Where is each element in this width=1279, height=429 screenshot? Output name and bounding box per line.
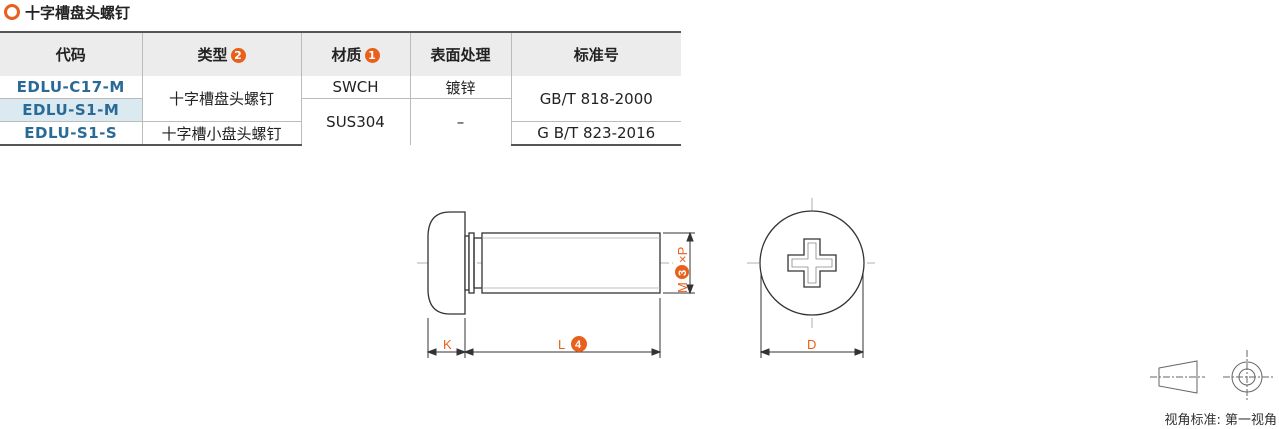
first-angle-projection-icon [1150, 350, 1275, 400]
dimension-lines [426, 231, 865, 358]
code-cell: EDLU-C17-M [16, 78, 125, 96]
table-row: EDLU-C17-M 十字槽盘头螺钉 SWCH 镀锌 GB/T 818-2000 [0, 76, 681, 122]
label-m: M [675, 282, 690, 293]
header-surface: 表面处理 [409, 31, 511, 76]
table-row: EDLU-S1-M SUS304 – [0, 98, 681, 145]
page-title-row: 十字槽盘头螺钉 [4, 2, 130, 22]
label-d: D [807, 337, 816, 352]
projection-caption: 视角标准: 第一视角 [1164, 413, 1277, 428]
page-title: 十字槽盘头螺钉 [25, 3, 131, 22]
badge-3-icon [675, 265, 689, 279]
screw-drawing: K L 4 D M 3 ×P [417, 198, 875, 358]
svg-text:4: 4 [575, 339, 582, 351]
badge-2-icon: 2 [230, 48, 246, 63]
type-cell: 十字槽小盘头螺钉 [141, 121, 301, 146]
badge-1-icon: 1 [364, 48, 380, 63]
label-l: L [558, 337, 565, 352]
standard-cell: GB/T 818-2000 [510, 76, 681, 122]
circle-bullet-icon [4, 4, 20, 20]
material-cell: SUS304 [300, 98, 410, 145]
badge-4-icon [571, 336, 587, 352]
surface-cell: 镀锌 [409, 76, 511, 99]
code-cell: EDLU-S1-S [0, 121, 142, 146]
standard-cell: G B/T 823-2016 [510, 121, 681, 146]
svg-text:3: 3 [677, 270, 689, 276]
thread-lines [482, 237, 660, 289]
surface-cell: – [409, 98, 511, 145]
screw-side-view [427, 211, 661, 315]
header-standard: 标准号 [510, 31, 681, 76]
code-cell: EDLU-S1-M [0, 98, 142, 122]
table-row: EDLU-S1-S 十字槽小盘头螺钉 G B/T 823-2016 [0, 121, 681, 146]
header-code: 代码 [0, 31, 142, 76]
label-xp: ×P [675, 247, 690, 263]
label-k: K [443, 337, 452, 352]
material-cell: SWCH [300, 76, 410, 99]
type-cell: 十字槽盘头螺钉 [141, 76, 301, 122]
screw-head-view [759, 210, 865, 316]
dimension-labels: K L 4 D M 3 ×P [443, 247, 816, 352]
